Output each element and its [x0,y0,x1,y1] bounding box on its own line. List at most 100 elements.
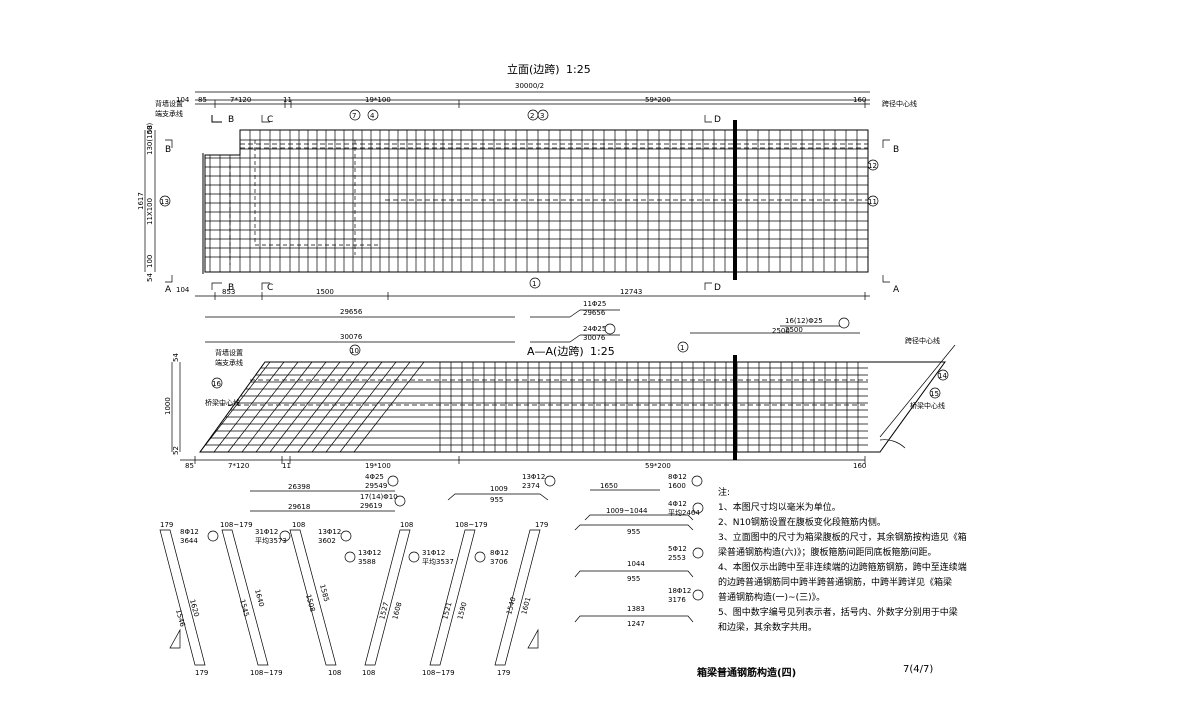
rebar-count: 13Φ12 [522,473,545,481]
callout-label: 1 [680,344,684,352]
elevation-grid [205,130,868,272]
left-label: 背墙设置 [215,348,243,357]
left-dim: 11X100 [146,198,154,225]
rebar-length: 平均2464 [668,508,700,517]
bar-dim: 179 [160,521,173,529]
bar-dim: 1009 [490,485,508,493]
top-dim: 160 [853,96,866,104]
callout-label: 11 [868,198,877,206]
elevation-scale: 1:25 [566,63,591,76]
rebar-length: 3176 [668,596,686,604]
rebar-count: 17(14)Φ10 [360,493,398,501]
rebar-count: 31Φ12 [255,528,278,536]
bar-dim: 108 [328,669,341,677]
rebar-line [297,361,369,453]
elevation-text: 立面(边跨) 1:25 30000/2 104 85 7*120 11 19*1… [137,62,917,341]
note-item: 1、本图尺寸均以毫米为单位。 [718,503,841,513]
left-dim: 54 [146,273,154,282]
bar-dim: 1508 [304,593,316,612]
bar-dim: 1383 [627,605,645,613]
callout-label: 12 [868,162,877,170]
page-number: 7(4/7) [903,664,934,675]
bar-dimension-text: 26398 29618 1009 955 1650 1009~1044 955 … [160,482,648,677]
note-item: 4、本图仅示出跨中至非连续端的边跨箍筋钢筋，跨中至连续端 [718,563,967,573]
bar-dim: 108 [292,521,305,529]
bar-dim: 26398 [288,483,310,491]
top-dim: 85 [198,96,207,104]
bar-dim: 108 [400,521,413,529]
rebar-length: 29656 [583,309,606,317]
rebar-line [227,361,299,453]
bar-dim: 955 [627,575,640,583]
rebar-shapes [159,489,694,666]
right-label: 桥梁中心线 [910,401,945,410]
bottom-dim: 1500 [316,288,334,296]
section-mark: D [714,115,721,125]
rebar-count: 31Φ12 [422,549,445,557]
right-label: 跨径中心线 [905,336,940,345]
bar-dim: 108~179 [250,669,283,677]
bar-dim: 1585 [318,583,330,602]
rebar-count: 18Φ12 [668,587,691,595]
bar-dim: 1540 [505,596,517,615]
bar-dim: 1650 [600,482,618,490]
rebar-count: 4Φ25 [365,473,384,481]
rebar-line [283,361,355,453]
section-mark: B [228,115,234,125]
left-dim: 130(100) [146,123,154,155]
callout-label: 16 [212,380,221,388]
rebar-length: 2553 [668,554,686,562]
top-dim: 7*120 [230,96,251,104]
bar-dim: 179 [497,669,510,677]
rebar-length: 3644 [180,537,198,545]
bar-dim: 1546 [174,608,186,628]
left-label: 桥梁中心线 [205,398,240,407]
rebar-line [241,361,313,453]
total-dim: 2500 [772,327,790,335]
rebar-length: 平均3573 [255,536,287,545]
rebar-length: 2374 [522,482,540,490]
section-aa-view [171,344,956,464]
bar-dim: 955 [490,496,503,504]
callout-label: 1 [532,280,536,288]
left-dim: 100 [146,255,154,268]
bar-dim: 29618 [288,503,310,511]
bar-dim: 108~179 [220,521,253,529]
bar-dim: 1521 [441,601,453,620]
section-mark: A [893,285,900,295]
bar-dim: 179 [195,669,208,677]
rebar-count: 4Φ12 [668,500,687,508]
rebar-length: 29619 [360,502,382,510]
left-dim: 54 [172,353,180,362]
rebar-length: 30076 [583,334,606,342]
bar-dim: 108~179 [455,521,488,529]
rebar-labels: 11Φ25 29656 24Φ25 30076 16(12)Φ25 2500 4… [180,300,823,604]
note-item: 2、N10钢筋设置在腹板变化段箍筋内侧。 [718,518,886,528]
drawing-title: 箱梁普通钢筋构造(四) [697,668,797,679]
rebar-count: 16(12)Φ25 [785,317,823,325]
left-dim: 52 [172,446,180,455]
callout-label: 15 [930,390,939,398]
bar-dim: 955 [627,528,640,536]
section-mark: C [267,283,273,293]
rebar-line [353,361,425,453]
rebar-count: 24Φ25 [583,325,606,333]
top-dim: 59*200 [645,96,671,104]
section-aa-text: A—A(边跨) 1:25 背墙设置 端支承线 桥梁中心线 跨径中心线 桥梁中心线… [164,336,947,470]
rebar-length: 3706 [490,558,508,566]
section-grid [199,361,868,453]
bar-dim: 1009~1044 [606,507,648,515]
left-dim: 1617 [137,192,145,210]
rebar-line [269,361,341,453]
overall-dim: 30000/2 [515,82,544,90]
rebar-line [255,361,327,453]
callout-label: 2 [530,112,534,120]
left-label: 端支承线 [215,358,243,367]
section-mark: B [893,145,899,155]
bottom-dim: 12743 [620,288,642,296]
left-dim: 58 [146,125,154,134]
top-dim: 11 [283,96,292,104]
elevation-title: 立面(边跨) [507,62,560,76]
section-aa-scale: 1:25 [590,345,615,358]
